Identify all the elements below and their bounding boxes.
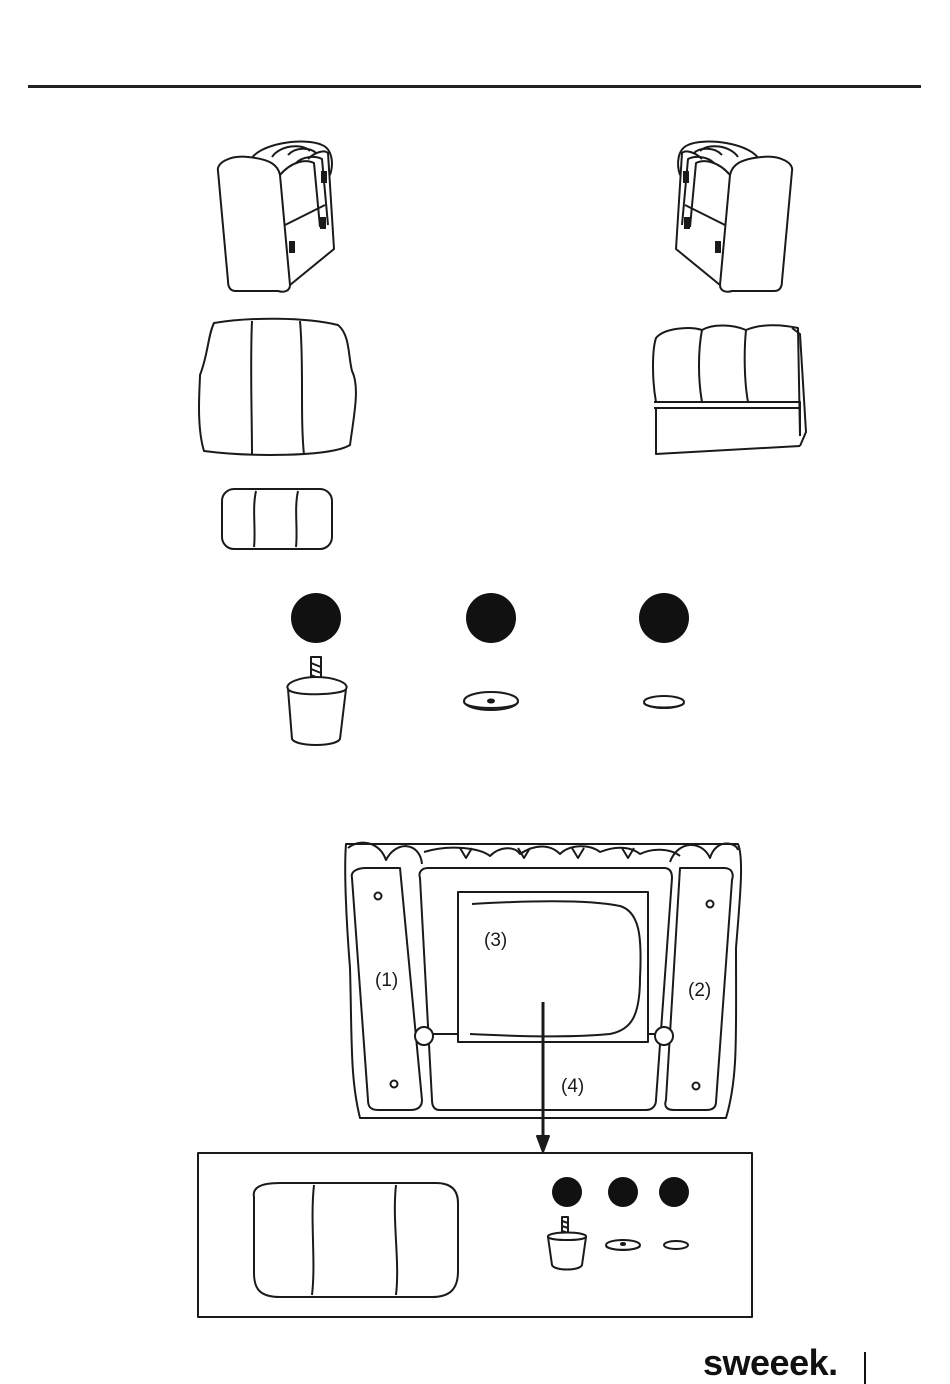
sofa-underside-diagram: (1) (2) (3) (4)	[340, 838, 750, 1158]
back-cushion-icon	[190, 315, 365, 465]
left-armrest-icon	[210, 135, 345, 300]
label-2: (2)	[688, 980, 711, 1001]
marker-dot-icon	[638, 592, 690, 644]
brand-logo: sweeek.	[703, 1345, 838, 1381]
felt-pad-icon	[640, 692, 688, 716]
label-4: (4)	[561, 1076, 584, 1097]
sofa-leg-icon	[280, 655, 355, 750]
label-3: (3)	[484, 930, 507, 951]
right-armrest-icon	[665, 135, 800, 300]
brand-divider	[864, 1352, 866, 1384]
label-1: (1)	[375, 970, 398, 991]
contents-box	[196, 1151, 754, 1321]
washer-icon	[460, 688, 522, 718]
header-rule	[28, 85, 921, 88]
marker-dot-icon	[290, 592, 342, 644]
small-cushion-icon	[218, 485, 338, 555]
marker-dot-icon	[465, 592, 517, 644]
seat-base-icon	[650, 320, 810, 460]
